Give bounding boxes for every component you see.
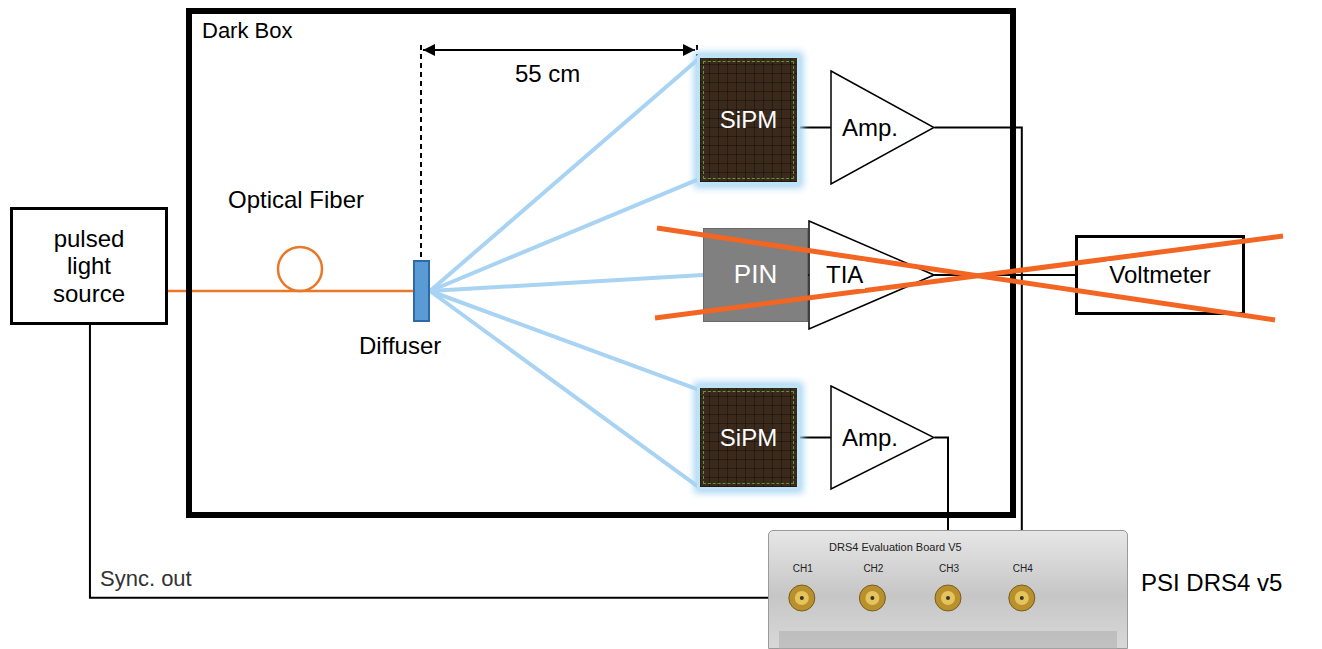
text-slot: CH1 xyxy=(793,563,813,575)
drs4-board: DRS4 Evaluation Board V5CH1CH2CH3CH4PSI … xyxy=(768,530,1128,649)
text-slot: Voltmeter xyxy=(1107,261,1212,289)
light-ray xyxy=(430,291,697,389)
text-slot: Amp. xyxy=(842,424,898,452)
channel-label: CH4 xyxy=(1013,563,1033,575)
sma-connector-core xyxy=(865,591,879,605)
amplifier-triangle: Amp. xyxy=(830,70,935,185)
signal-wire xyxy=(800,127,830,129)
node-label: Diffuser xyxy=(359,332,441,360)
node-label: PIN xyxy=(732,260,779,290)
light-ray xyxy=(430,60,697,291)
text-slot: Sync. out xyxy=(100,566,192,591)
text-slot: CH2 xyxy=(863,563,883,575)
sipm-sensor: SiPM xyxy=(697,385,800,490)
text-slot: Optical Fiber xyxy=(228,186,364,214)
text-slot: CH4 xyxy=(1013,563,1033,575)
node-label: pulsed light source xyxy=(33,225,145,308)
dimension-tick xyxy=(420,45,422,258)
connector-label: Sync. out xyxy=(100,566,192,591)
channel-label: CH2 xyxy=(863,563,883,575)
signal-cable xyxy=(935,128,1022,531)
light-ray xyxy=(430,275,703,291)
text-slot: Dark Box xyxy=(202,18,292,43)
node-label: SiPM xyxy=(720,106,777,134)
dimension-label: 55 cm xyxy=(515,60,580,88)
amplifier-shape xyxy=(831,71,934,184)
connector-label: Optical Fiber xyxy=(228,186,364,214)
amplifier-shape xyxy=(831,386,934,489)
sma-connector-core xyxy=(795,591,809,605)
node-label: Amp. xyxy=(842,424,898,452)
fiber-loop xyxy=(278,247,322,291)
tia-triangle: TIA xyxy=(808,220,935,330)
sma-connector-pin xyxy=(800,596,804,600)
sma-connector-pin xyxy=(1020,596,1024,600)
text-slot: SiPM xyxy=(720,424,777,452)
sma-connector-core xyxy=(941,591,955,605)
text-slot: PSI DRS4 v5 xyxy=(1141,569,1282,597)
sipm-sensor: SiPM xyxy=(697,55,800,185)
light-ray xyxy=(430,291,697,486)
dimension-arrow xyxy=(423,49,695,51)
signal-wire xyxy=(800,437,830,439)
text-slot: 55 cm xyxy=(515,60,580,88)
sma-connector-pin xyxy=(870,596,874,600)
diffuser: Diffuser xyxy=(413,260,430,322)
voltmeter-box: Voltmeter xyxy=(1075,235,1245,315)
board-base xyxy=(779,631,1117,649)
text-slot: DRS4 Evaluation Board V5 xyxy=(829,541,962,554)
text-slot: Diffuser xyxy=(359,332,441,360)
amplifier-shape xyxy=(809,221,934,329)
sma-connector xyxy=(789,585,815,611)
node-label: DRS4 Evaluation Board V5 xyxy=(829,541,962,554)
sma-connector xyxy=(935,585,961,611)
channel-label: CH1 xyxy=(793,563,813,575)
node-label: Dark Box xyxy=(202,18,292,43)
text-slot: TIA xyxy=(824,261,865,289)
node-label: PSI DRS4 v5 xyxy=(1141,569,1282,597)
text-slot: pulsed light source xyxy=(33,225,145,308)
light-ray xyxy=(430,180,697,291)
node-label: SiPM xyxy=(720,424,777,452)
sma-connector-core xyxy=(1015,591,1029,605)
text-slot: PIN xyxy=(732,260,779,290)
channel-label: CH3 xyxy=(939,563,959,575)
text-slot: CH3 xyxy=(939,563,959,575)
sma-connector xyxy=(1009,585,1035,611)
text-slot: Amp. xyxy=(842,114,898,142)
node-label: TIA xyxy=(824,261,865,289)
optical-fiber xyxy=(168,290,413,293)
node-label: Voltmeter xyxy=(1107,261,1212,289)
pin-diode-box: PIN xyxy=(703,228,808,322)
text-slot: SiPM xyxy=(720,106,777,134)
sma-connector xyxy=(859,585,885,611)
signal-wire xyxy=(935,274,1075,276)
amplifier-triangle: Amp. xyxy=(830,385,935,490)
node-label: Amp. xyxy=(842,114,898,142)
light-source-box: pulsed light source xyxy=(10,207,168,325)
dark-box: DiffuserSiPMAmp.PINTIASiPMAmp.Dark Box xyxy=(186,8,1016,518)
sma-connector-pin xyxy=(946,596,950,600)
